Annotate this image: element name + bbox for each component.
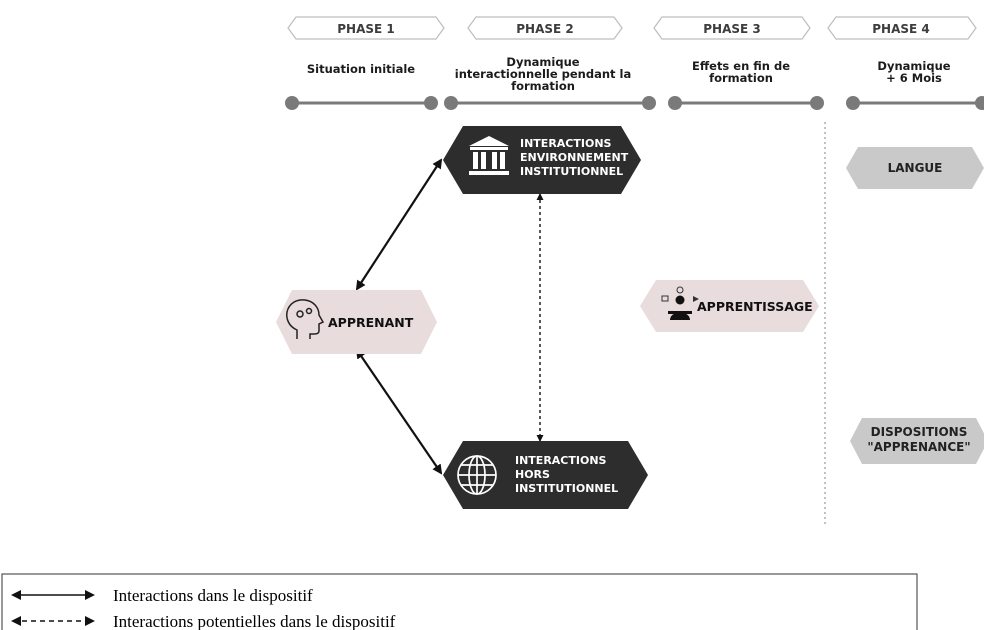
node-label-line: HORS bbox=[515, 468, 550, 481]
phase-2-description-line: interactionnelle pendant la bbox=[455, 67, 631, 81]
phase-pill bbox=[827, 16, 977, 40]
institution-icon bbox=[469, 136, 509, 175]
solid-arrow-apprenant-env bbox=[355, 158, 443, 291]
legend-solid-label: Interactions dans le dispositif bbox=[113, 586, 313, 605]
node-interactions-environnement: INTERACTIONS ENVIRONNEMENT INSTITUTIONNE… bbox=[443, 126, 641, 194]
node-label-line: INSTITUTIONNEL bbox=[520, 165, 623, 178]
globe-icon bbox=[457, 455, 497, 495]
phase-pill bbox=[467, 16, 623, 40]
node-label-line: ENVIRONNEMENT bbox=[520, 151, 629, 164]
timeline-dot bbox=[285, 96, 299, 110]
phase-2-description-line: Dynamique bbox=[506, 55, 579, 69]
timeline-dot bbox=[846, 96, 860, 110]
node-apprentissage: APPRENTISSAGE bbox=[640, 280, 819, 332]
timeline-dot bbox=[810, 96, 824, 110]
phase-pill bbox=[287, 16, 445, 40]
timeline bbox=[285, 96, 984, 110]
phase-pill bbox=[653, 16, 811, 40]
legend: Interactions dans le dispositif Interact… bbox=[1, 573, 918, 630]
head-gears-icon bbox=[286, 299, 325, 339]
phase-3-description-line: Effets en fin de bbox=[692, 59, 790, 73]
node-label-line: DISPOSITIONS bbox=[871, 425, 968, 439]
node-dispositions: DISPOSITIONS "APPRENANCE" bbox=[850, 418, 984, 464]
phase-label: PHASE 1 bbox=[337, 22, 395, 36]
phase-1-header: PHASE 1 bbox=[287, 16, 445, 40]
node-langue: LANGUE bbox=[846, 147, 984, 189]
phase-3-description-line: formation bbox=[709, 71, 773, 85]
node-label-line: INSTITUTIONNEL bbox=[515, 482, 618, 495]
timeline-dot bbox=[668, 96, 682, 110]
timeline-dot bbox=[975, 96, 984, 110]
phase-2-header: PHASE 2 bbox=[467, 16, 623, 40]
phase-4-description-line: + 6 Mois bbox=[886, 71, 942, 85]
node-label: APPRENANT bbox=[328, 315, 414, 330]
phase-3-header: PHASE 3 bbox=[653, 16, 811, 40]
timeline-dot bbox=[642, 96, 656, 110]
phase-4-description-line: Dynamique bbox=[877, 59, 950, 73]
node-label: LANGUE bbox=[888, 161, 943, 175]
node-shape bbox=[443, 441, 648, 509]
node-label-line: INTERACTIONS bbox=[515, 454, 607, 467]
phase-label: PHASE 4 bbox=[872, 22, 930, 36]
phase-label: PHASE 3 bbox=[703, 22, 761, 36]
legend-box bbox=[1, 573, 918, 630]
solid-arrow-apprenant-hors bbox=[355, 348, 443, 475]
phase-2-description-line: formation bbox=[511, 79, 575, 93]
legend-dashed-label: Interactions potentielles dans le dispos… bbox=[113, 612, 396, 630]
node-label: APPRENTISSAGE bbox=[697, 299, 813, 314]
node-interactions-hors: INTERACTIONS HORS INSTITUTIONNEL bbox=[443, 441, 648, 509]
node-label-line: "APPRENANCE" bbox=[867, 440, 970, 454]
phase-4-header: PHASE 4 bbox=[827, 16, 977, 40]
node-apprenant: APPRENANT bbox=[276, 290, 437, 354]
phase-1-description: Situation initiale bbox=[307, 62, 415, 76]
node-label-line: INTERACTIONS bbox=[520, 137, 612, 150]
timeline-dot bbox=[424, 96, 438, 110]
timeline-dot bbox=[444, 96, 458, 110]
phase-label: PHASE 2 bbox=[516, 22, 574, 36]
node-shape bbox=[850, 418, 984, 464]
learner-icon bbox=[661, 286, 699, 320]
node-shape bbox=[846, 147, 984, 189]
